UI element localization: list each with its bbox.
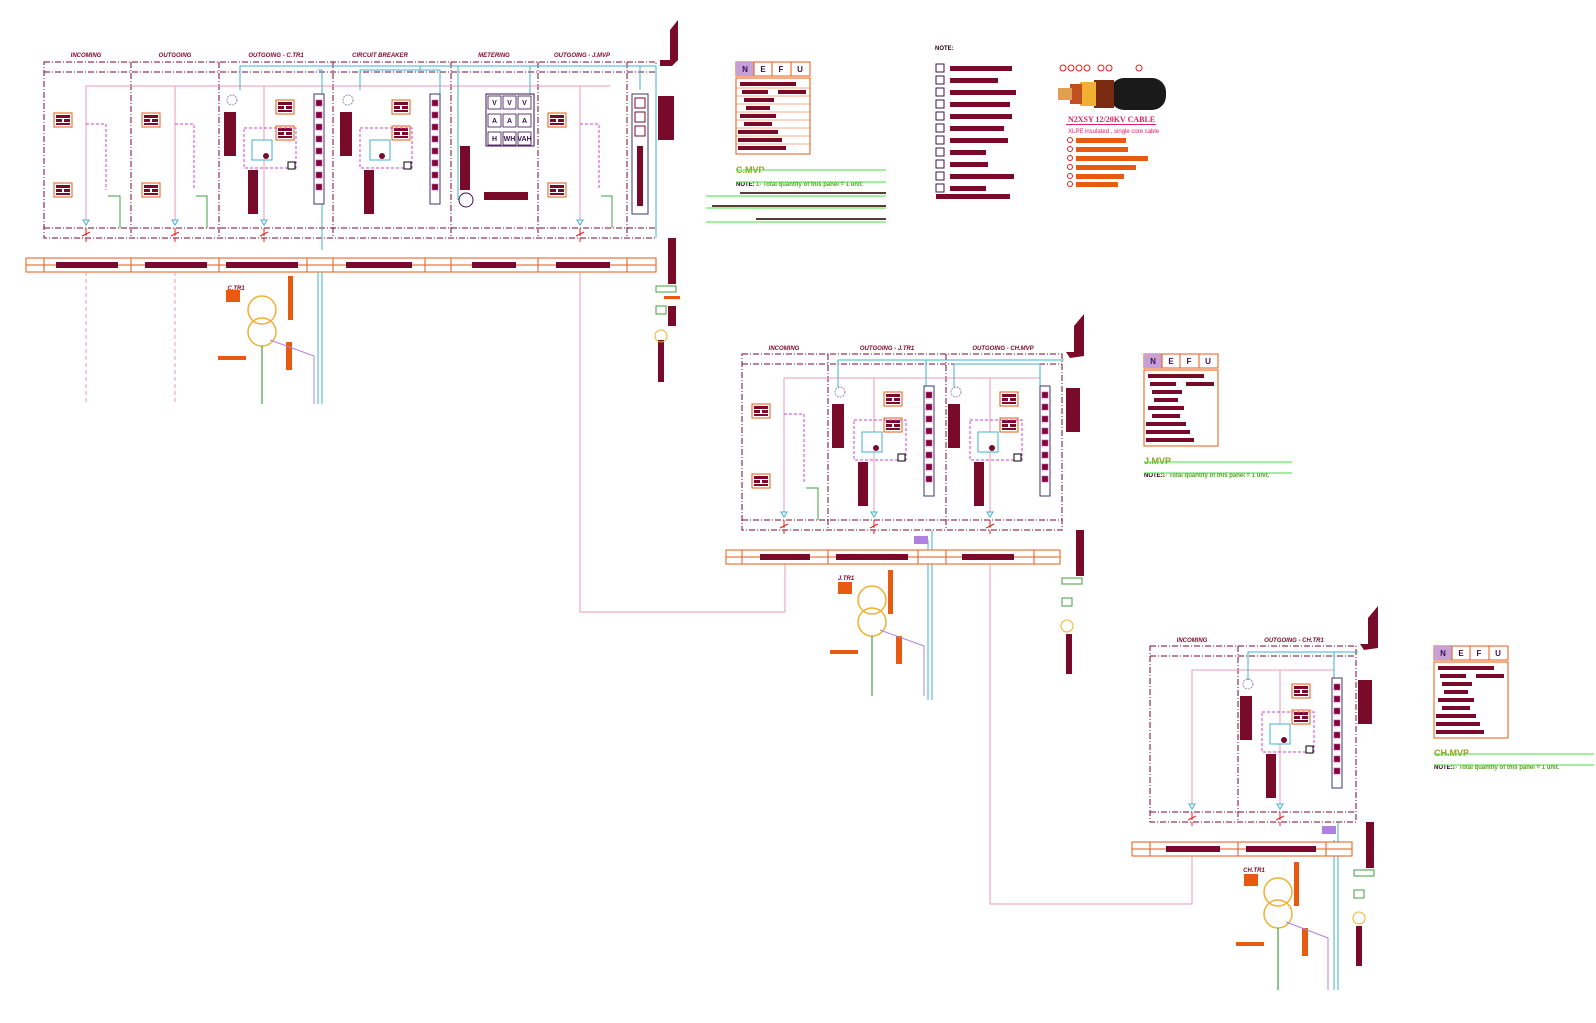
nefu-letter: E xyxy=(760,65,766,74)
nefu-letter: F xyxy=(779,65,784,74)
chmvp-note-label: NOTE: xyxy=(1434,765,1453,771)
chmvp-note-text: 1- Total quantity of this panel = 1 unit… xyxy=(1452,765,1560,771)
cable-title: N2XSY 12/20KV CABLE xyxy=(1068,115,1155,124)
jmvp-nefu-table: N E F U xyxy=(1143,353,1219,447)
nefu-letter: N xyxy=(1150,357,1156,366)
jmvp-cubicle-label: OUTGOING - CH.MVP xyxy=(972,346,1034,352)
cmvp-nefu-table: N E F U xyxy=(735,61,811,155)
cable-subtitle: XLPE insulated , single core cable xyxy=(1068,129,1160,135)
nefu-letter: F xyxy=(1187,357,1192,366)
nefu-letter: E xyxy=(1168,357,1174,366)
cmvp-panel: INCOMING OUTGOING OUTGOING - C.TR1 CIRCU… xyxy=(25,20,886,613)
cmvp-cubicle-label: METERING xyxy=(478,53,510,59)
nefu-letter: U xyxy=(1205,357,1211,366)
chmvp-cubicle-label: OUTGOING - CH.TR1 xyxy=(1264,638,1324,644)
meter-label: A xyxy=(492,118,497,125)
nefu-letter: U xyxy=(797,65,803,74)
cmvp-frame xyxy=(43,61,657,239)
meter-label: V xyxy=(522,100,527,107)
meter-label: A xyxy=(522,118,527,125)
general-note-list: NOTE: xyxy=(935,46,1016,199)
jmvp-transformer-label: J.TR1 xyxy=(838,576,855,582)
cmvp-cubicle-label: OUTGOING - J.MVP xyxy=(554,53,611,59)
cmvp-cubicle-label: OUTGOING - C.TR1 xyxy=(248,53,304,59)
cable-detail: N2XSY 12/20KV CABLE XLPE insulated , sin… xyxy=(1058,64,1166,187)
general-note-label: NOTE: xyxy=(935,46,954,52)
meter-label: H xyxy=(492,136,497,143)
jmvp-cubicle-label: OUTGOING - J.TR1 xyxy=(860,346,915,352)
chmvp-nefu-table: N E F U xyxy=(1433,645,1509,739)
meter-label: WH xyxy=(504,136,516,143)
meter-label: VAH xyxy=(517,136,531,143)
nefu-letter: F xyxy=(1477,649,1482,658)
nefu-letter: E xyxy=(1458,649,1464,658)
cmvp-cubicle-label: CIRCUIT BREAKER xyxy=(352,53,408,59)
chmvp-panel-title: CH.MVP xyxy=(1434,748,1469,758)
jmvp-cubicle-label: INCOMING xyxy=(769,346,800,352)
chmvp-transformer-label: CH.TR1 xyxy=(1243,868,1265,874)
jmvp-panel-title: J.MVP xyxy=(1144,456,1171,466)
jmvp-note-text: 1- Total quantity of this panel = 1 unit… xyxy=(1162,473,1270,479)
nefu-letter: N xyxy=(742,65,748,74)
meter-label: V xyxy=(492,100,497,107)
nefu-letter: U xyxy=(1495,649,1501,658)
cmvp-note-text: 1- Total quantity of this panel = 1 unit… xyxy=(756,182,864,188)
jmvp-note-label: NOTE: xyxy=(1144,473,1163,479)
nefu-letter: N xyxy=(1440,649,1446,658)
meter-label: V xyxy=(507,100,512,107)
chmvp-panel: INCOMING OUTGOING - CH.TR1 xyxy=(1131,606,1594,990)
cmvp-transformer-label: C.TR1 xyxy=(227,286,245,292)
jmvp-panel: INCOMING OUTGOING - J.TR1 OUTGOING - CH.… xyxy=(725,314,1292,905)
meter-label: A xyxy=(507,118,512,125)
cmvp-cubicle-label: INCOMING xyxy=(71,53,102,59)
chmvp-cubicle-label: INCOMING xyxy=(1177,638,1208,644)
meter-panel xyxy=(485,93,535,147)
cmvp-cubicle-label: OUTGOING xyxy=(159,53,192,59)
cmvp-note-label: NOTE: xyxy=(736,182,755,188)
